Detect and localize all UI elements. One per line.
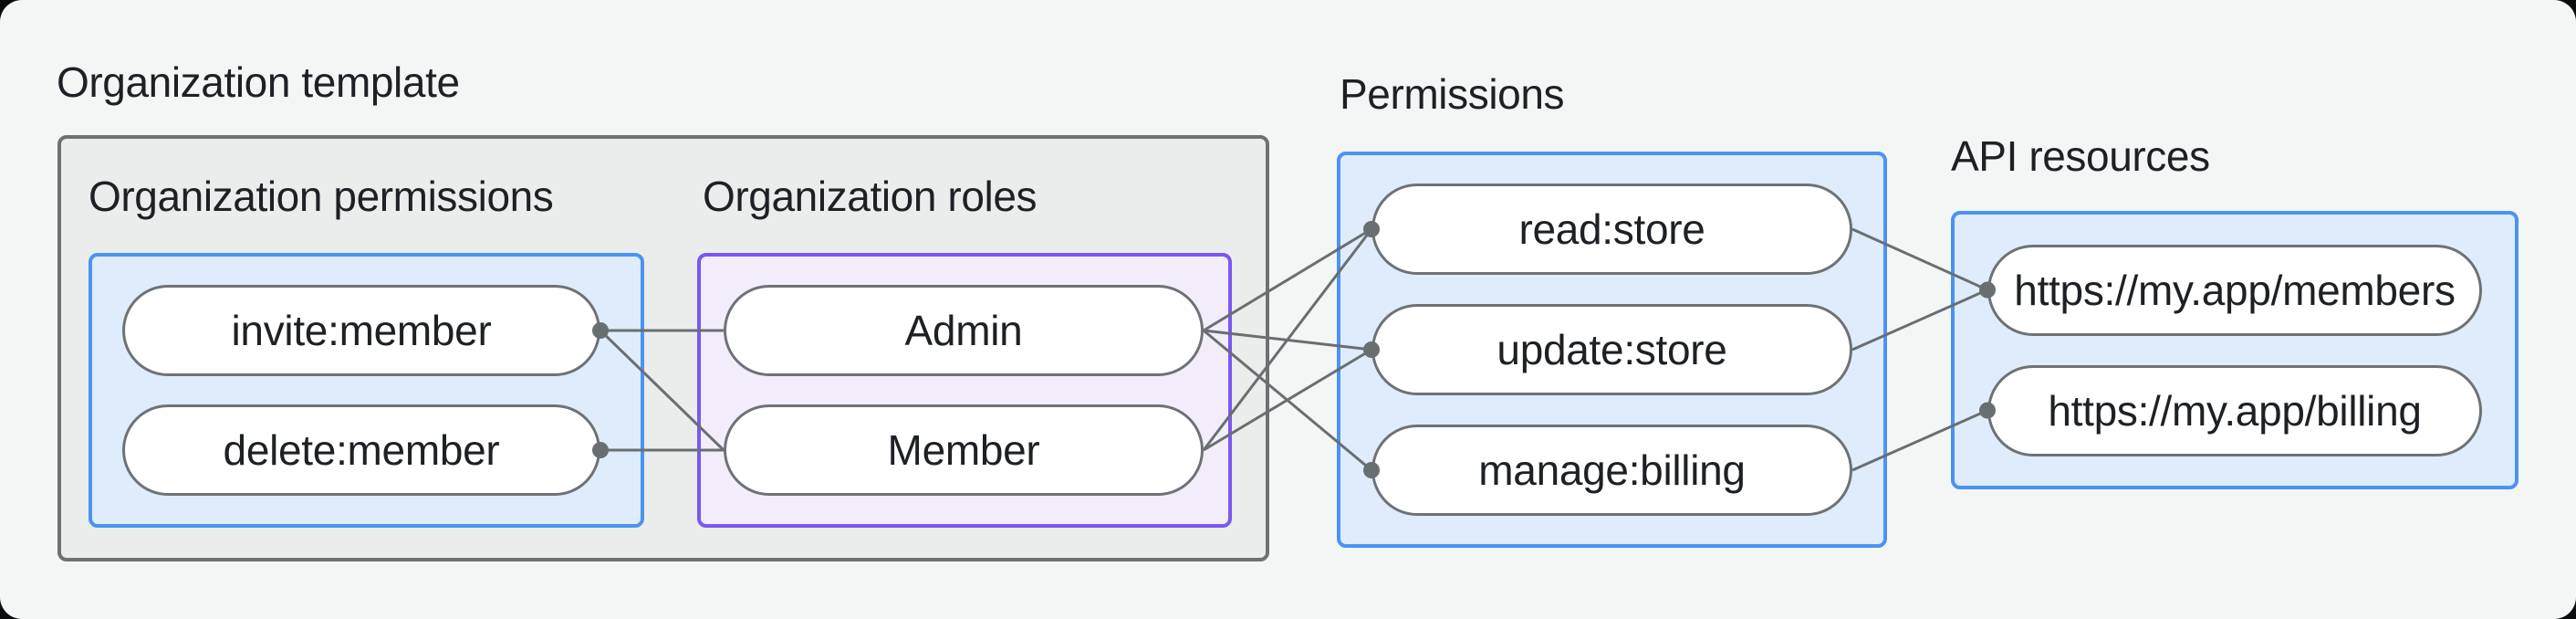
- node-api-billing-url: https://my.app/billing: [1987, 364, 2482, 456]
- node-api-members-url: https://my.app/members: [1987, 244, 2482, 336]
- organization-roles-title: Organization roles: [703, 173, 1038, 220]
- organization-template-title: Organization template: [57, 58, 460, 106]
- node-manage-billing: manage:billing: [1371, 425, 1852, 516]
- api-resources-box: https://my.app/members https://my.app/bi…: [1951, 211, 2519, 489]
- organization-permissions-box: invite:member delete:member: [89, 253, 644, 528]
- node-admin-role: Admin: [724, 285, 1204, 376]
- node-invite-member: invite:member: [122, 285, 600, 376]
- node-delete-member: delete:member: [122, 404, 600, 496]
- api-resources-title: API resources: [1951, 132, 2210, 180]
- node-update-store: update:store: [1371, 304, 1852, 395]
- organization-template-box: Organization permissions Organization ro…: [57, 135, 1269, 561]
- permissions-title: Permissions: [1340, 70, 1565, 118]
- organization-permissions-title: Organization permissions: [89, 173, 554, 220]
- permissions-box: read:store update:store manage:billing: [1337, 152, 1887, 548]
- node-member-role: Member: [724, 404, 1204, 496]
- organization-roles-box: Admin Member: [697, 253, 1232, 528]
- node-read-store: read:store: [1371, 184, 1852, 275]
